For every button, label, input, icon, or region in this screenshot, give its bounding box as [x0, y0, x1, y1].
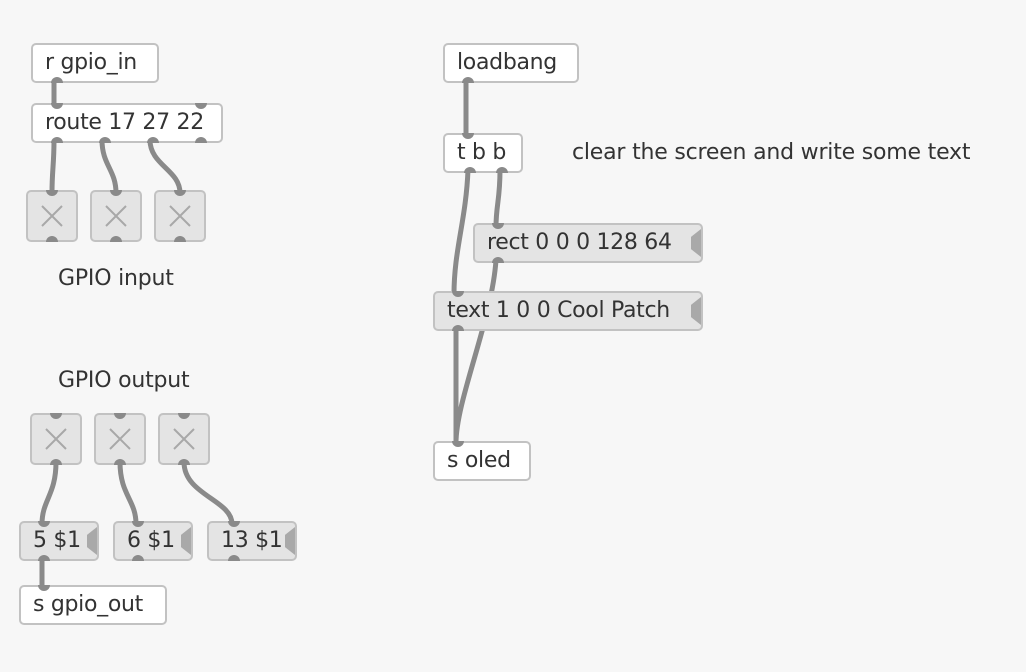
outlet[interactable]	[51, 137, 63, 143]
gpio-output-toggle-2[interactable]	[94, 413, 146, 465]
toggle-x-icon	[173, 428, 195, 450]
inlet[interactable]	[114, 413, 126, 419]
message-label: 5 $1	[33, 528, 81, 553]
inlet[interactable]	[228, 521, 240, 527]
inlet[interactable]	[492, 223, 504, 229]
object-label: r gpio_in	[45, 50, 137, 75]
toggle-x-icon	[45, 428, 67, 450]
outlet[interactable]	[452, 325, 464, 331]
gpio-input-toggle-17[interactable]	[26, 190, 78, 242]
inlet[interactable]	[38, 521, 50, 527]
patch-cord	[99, 137, 119, 196]
patch-cord	[117, 459, 139, 527]
outlet[interactable]	[464, 167, 476, 173]
inlet[interactable]	[46, 190, 58, 196]
r-gpio-in-object[interactable]: r gpio_in	[31, 43, 159, 83]
gpio-output-toggle-3[interactable]	[158, 413, 210, 465]
gpio-output-toggle-1[interactable]	[30, 413, 82, 465]
object-label: s gpio_out	[33, 592, 143, 617]
gpio-input-toggle-27[interactable]	[90, 190, 142, 242]
message-13[interactable]: 13 $1	[207, 521, 297, 561]
outlet[interactable]	[496, 167, 508, 173]
inlet[interactable]	[174, 190, 186, 196]
object-label: s oled	[447, 448, 511, 473]
outlet[interactable]	[228, 555, 240, 561]
outlet[interactable]	[38, 555, 50, 561]
t-b-b-object[interactable]: t b b	[443, 133, 523, 173]
inlet[interactable]	[38, 585, 50, 591]
gpio-input-toggle-22[interactable]	[154, 190, 206, 242]
patch-cord	[49, 137, 57, 196]
toggle-x-icon	[41, 205, 63, 227]
outlet[interactable]	[492, 257, 504, 263]
outlet[interactable]	[195, 137, 207, 143]
inlet[interactable]	[50, 413, 62, 419]
inlet[interactable]	[462, 133, 474, 139]
clear-screen-comment: clear the screen and write some text	[572, 140, 971, 165]
gpio-output-comment: GPIO output	[58, 368, 190, 393]
route-object[interactable]: route 17 27 22	[31, 103, 223, 143]
outlet[interactable]	[132, 555, 144, 561]
inlet[interactable]	[178, 413, 190, 419]
inlet[interactable]	[195, 103, 207, 109]
message-5[interactable]: 5 $1	[19, 521, 99, 561]
toggle-x-icon	[169, 205, 191, 227]
inlet[interactable]	[452, 441, 464, 447]
s-gpio-out-object[interactable]: s gpio_out	[19, 585, 167, 625]
object-label: t b b	[457, 140, 507, 165]
patch-cord	[451, 167, 471, 297]
message-label: rect 0 0 0 128 64	[487, 230, 672, 255]
inlet[interactable]	[452, 291, 464, 297]
object-label: loadbang	[457, 50, 557, 75]
outlet[interactable]	[114, 459, 126, 465]
rect-message[interactable]: rect 0 0 0 128 64	[473, 223, 703, 263]
outlet[interactable]	[110, 236, 122, 242]
inlet[interactable]	[51, 103, 63, 109]
message-label: text 1 0 0 Cool Patch	[447, 298, 670, 323]
message-6[interactable]: 6 $1	[113, 521, 193, 561]
inlet[interactable]	[132, 521, 144, 527]
outlet[interactable]	[51, 77, 63, 83]
outlet[interactable]	[178, 459, 190, 465]
outlet[interactable]	[99, 137, 111, 143]
toggle-x-icon	[109, 428, 131, 450]
text-message[interactable]: text 1 0 0 Cool Patch	[433, 291, 703, 331]
patch-cord	[453, 257, 499, 446]
outlet[interactable]	[174, 236, 186, 242]
patch-cord	[147, 137, 183, 196]
message-label: 6 $1	[127, 528, 175, 553]
patch-cord	[39, 459, 59, 527]
outlet[interactable]	[147, 137, 159, 143]
patch-cord	[493, 167, 503, 230]
gpio-input-comment: GPIO input	[58, 266, 174, 291]
patch-cord	[181, 459, 235, 527]
inlet[interactable]	[110, 190, 122, 196]
outlet[interactable]	[50, 459, 62, 465]
s-oled-object[interactable]: s oled	[433, 441, 531, 481]
outlet[interactable]	[462, 77, 474, 83]
message-label: 13 $1	[221, 528, 283, 553]
object-label: route 17 27 22	[45, 110, 204, 135]
loadbang-object[interactable]: loadbang	[443, 43, 579, 83]
toggle-x-icon	[105, 205, 127, 227]
outlet[interactable]	[46, 236, 58, 242]
